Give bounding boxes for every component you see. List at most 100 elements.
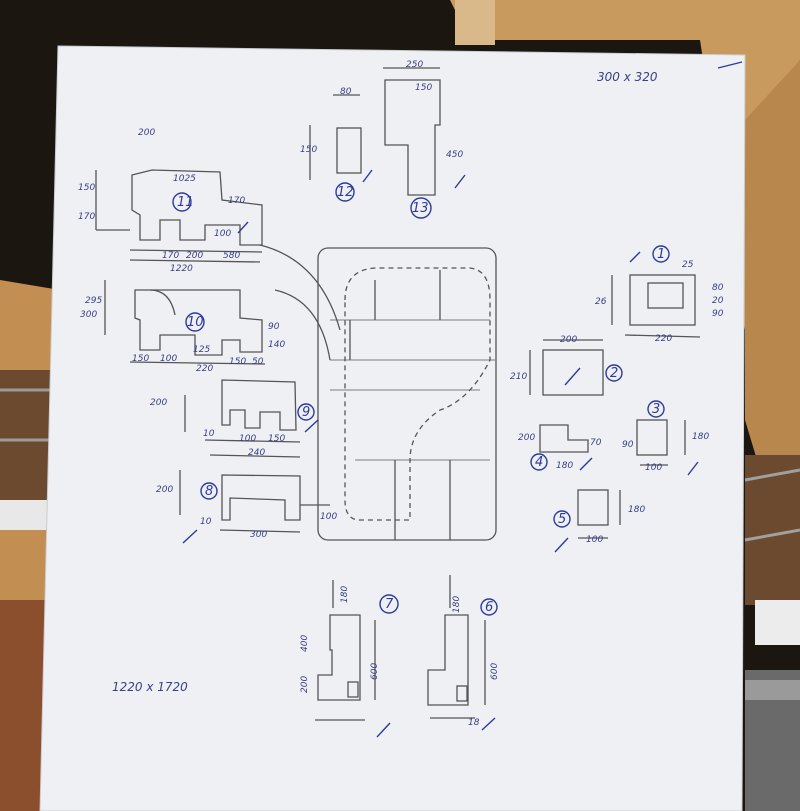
building-6-outline bbox=[427, 614, 469, 706]
dim-4-a: 200 bbox=[518, 433, 536, 443]
building-9-outline bbox=[221, 379, 297, 431]
dim-9-d: 240 bbox=[248, 448, 266, 458]
dim-8-c: 10 bbox=[200, 517, 212, 527]
dim-11-b: 150 bbox=[78, 183, 96, 193]
check-mark-1 bbox=[629, 251, 641, 263]
check-mark-9 bbox=[304, 419, 319, 433]
dim-11-i: 580 bbox=[223, 251, 241, 261]
wood-plank-top bbox=[455, 0, 495, 45]
building-1-outline bbox=[629, 274, 696, 326]
dim-5-a: 180 bbox=[628, 505, 646, 515]
check-mark-3 bbox=[687, 461, 699, 476]
dim-2-a: 200 bbox=[560, 335, 578, 345]
building-label-10: 10 bbox=[187, 315, 204, 330]
check-mark-7 bbox=[376, 722, 391, 738]
dim-13-b: 150 bbox=[415, 83, 433, 93]
dim-3-b: 100 bbox=[645, 463, 663, 473]
dim-13-c: 450 bbox=[446, 150, 464, 160]
dim-11-e: 170 bbox=[228, 196, 246, 206]
dim-11-h: 200 bbox=[186, 251, 204, 261]
dim-10-j: 140 bbox=[268, 340, 286, 350]
building-label-8: 8 bbox=[205, 484, 214, 499]
dim-10-a: 295 bbox=[85, 296, 103, 306]
model-track-left bbox=[0, 370, 52, 530]
dim-1-d: 90 bbox=[712, 309, 724, 319]
building-label-3: 3 bbox=[652, 402, 661, 417]
dim-10-g: 50 bbox=[252, 357, 264, 367]
dim-11-g: 100 bbox=[214, 229, 232, 239]
building-4-outline bbox=[539, 424, 589, 453]
dim-6-b: 600 bbox=[490, 662, 500, 680]
check-mark-12 bbox=[362, 169, 373, 183]
building-13-outline bbox=[384, 79, 441, 196]
dim-11-f: 170 bbox=[162, 251, 180, 261]
dim-12-a: 150 bbox=[300, 145, 318, 155]
wood-board-right bbox=[745, 60, 800, 480]
dim-7-c: 400 bbox=[300, 634, 310, 652]
building-label-13: 13 bbox=[412, 201, 429, 216]
wood-strip-left bbox=[0, 600, 45, 811]
check-mark-11 bbox=[237, 221, 249, 234]
dim-1-e: 26 bbox=[595, 297, 607, 307]
check-mark-8 bbox=[182, 529, 198, 544]
dim-10-f: 150 bbox=[229, 357, 247, 367]
dim-8-d: 100 bbox=[320, 512, 338, 522]
dim-6-c: 18 bbox=[468, 718, 480, 728]
dim-10-i: 90 bbox=[268, 322, 280, 332]
dim-5-b: 100 bbox=[586, 535, 604, 545]
dim-10-h: 220 bbox=[196, 364, 214, 374]
dim-10-b: 300 bbox=[80, 310, 98, 320]
dim-11-d: 1025 bbox=[173, 174, 196, 184]
building-10-outline bbox=[134, 289, 263, 356]
dim-8-a: 200 bbox=[156, 485, 174, 495]
building-label-12: 12 bbox=[337, 185, 354, 200]
building-label-6: 6 bbox=[485, 600, 494, 615]
dim-10-d: 100 bbox=[160, 354, 178, 364]
dim-1-b: 80 bbox=[712, 283, 724, 293]
dim-12-b: 80 bbox=[340, 87, 352, 97]
dim-1-f: 220 bbox=[655, 334, 673, 344]
dim-7-b: 600 bbox=[370, 662, 380, 680]
model-track-right bbox=[744, 455, 800, 811]
dim-7-d: 200 bbox=[300, 675, 310, 693]
dim-4-c: 70 bbox=[590, 438, 602, 448]
dim-9-e: 10 bbox=[203, 429, 215, 439]
check-mark-4 bbox=[579, 457, 593, 471]
building-12-outline bbox=[336, 127, 362, 174]
dim-13-a: 250 bbox=[406, 60, 424, 70]
dim-11-j: 1220 bbox=[170, 264, 193, 274]
dim-9-c: 150 bbox=[268, 434, 286, 444]
building-label-9: 9 bbox=[302, 405, 311, 420]
building-2-outline bbox=[542, 349, 604, 396]
building-3-outline bbox=[636, 419, 668, 456]
dim-10-c: 150 bbox=[132, 354, 150, 364]
check-mark-6 bbox=[481, 717, 496, 731]
paper-sheet bbox=[39, 45, 746, 811]
dim-7-a: 180 bbox=[340, 585, 350, 603]
track-oval-outer bbox=[317, 247, 497, 541]
blue-pen-tick-top-right bbox=[717, 61, 743, 69]
building-label-11: 11 bbox=[177, 195, 194, 210]
dim-3-c: 90 bbox=[622, 440, 634, 450]
building-5-outline bbox=[577, 489, 609, 526]
check-mark-2 bbox=[564, 367, 581, 386]
dim-9-a: 200 bbox=[150, 398, 168, 408]
dim-9-b: 100 bbox=[239, 434, 257, 444]
building-label-5: 5 bbox=[558, 512, 567, 527]
building-8-outline bbox=[221, 474, 301, 521]
pen-marks bbox=[172, 61, 743, 738]
building-label-7: 7 bbox=[385, 597, 394, 612]
building-label-1: 1 bbox=[657, 247, 666, 262]
dim-1-c: 20 bbox=[712, 296, 724, 306]
dim-3-a: 180 bbox=[692, 432, 710, 442]
building-label-2: 2 bbox=[610, 366, 619, 381]
dim-4-b: 180 bbox=[556, 461, 574, 471]
dim-8-b: 300 bbox=[250, 530, 268, 540]
check-mark-5 bbox=[554, 537, 569, 553]
track-oval-inner bbox=[344, 267, 491, 521]
dim-11-c: 170 bbox=[78, 212, 96, 222]
check-mark-13 bbox=[454, 174, 466, 189]
dim-2-b: 210 bbox=[510, 372, 528, 382]
sheet-note-top-right: 300 x 320 bbox=[597, 70, 658, 84]
